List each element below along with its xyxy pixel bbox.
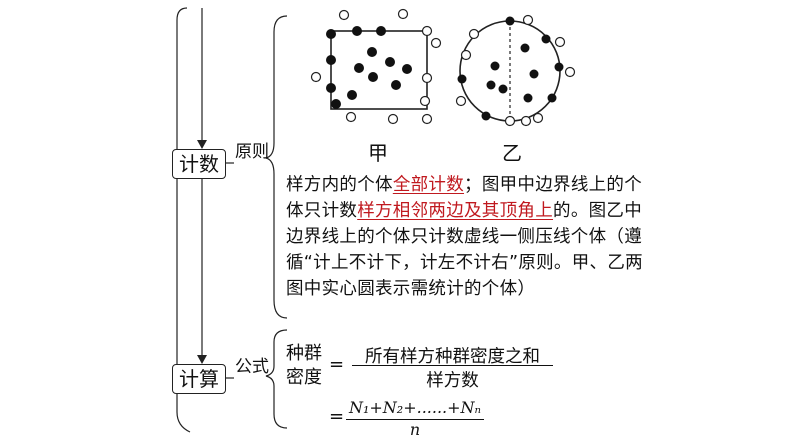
formula-brace [265,329,288,429]
figure-caption-right: 乙 [502,141,522,165]
arrow-down-to-count [197,140,207,149]
square-hollow-dots [310,8,442,125]
formula-label: 公式 [235,357,269,377]
principle-brace [265,15,288,319]
quadrat-square [330,30,428,110]
para-text-1: 样方内的个体 [286,175,393,195]
formula-numerator-2: N₁+N₂+......+Nₙ [348,398,482,417]
left-bracket [176,7,191,433]
square-filled-dots [326,26,412,109]
figure-caption-left: 甲 [368,141,388,165]
circle-hollow-dots [455,14,576,127]
formula-lhs-top: 种群 [286,343,322,364]
formula-lhs-bottom: 密度 [286,367,322,388]
fraction-line-2 [346,419,484,420]
formula-equals-2: = [329,406,345,427]
principle-label: 原则 [235,142,269,162]
formula-denominator-2: n [409,420,421,439]
arrow-down-to-calc [197,355,207,364]
calc-node-label: 计算 [179,367,219,391]
fraction-line-1 [352,365,553,366]
calc-node: 计算 [172,364,226,394]
count-node-label: 计数 [179,152,219,176]
highlight-count-all: 全部计数 [392,175,465,195]
formula-denominator-1: 样方数 [426,371,479,391]
circle-filled-dots [457,16,564,121]
formula-equals-1: = [329,354,345,375]
highlight-adjacent-sides: 样方相邻两边及其顶角上 [357,201,554,221]
count-node: 计数 [172,149,226,179]
principle-paragraph: 样方内的个体全部计数；图甲中边界线上的个体只计数样方相邻两边及其顶角上的。图乙中… [286,172,646,302]
para-text-3: 的。图乙中边界线上的个体只计数虚线一侧压线个体（遵循“计上不计下，计左不计右”原… [286,201,643,299]
para-text-2: ；图甲中边界线上的个体只计数 [286,175,643,221]
formula-numerator-1: 所有样方种群密度之和 [365,347,540,367]
